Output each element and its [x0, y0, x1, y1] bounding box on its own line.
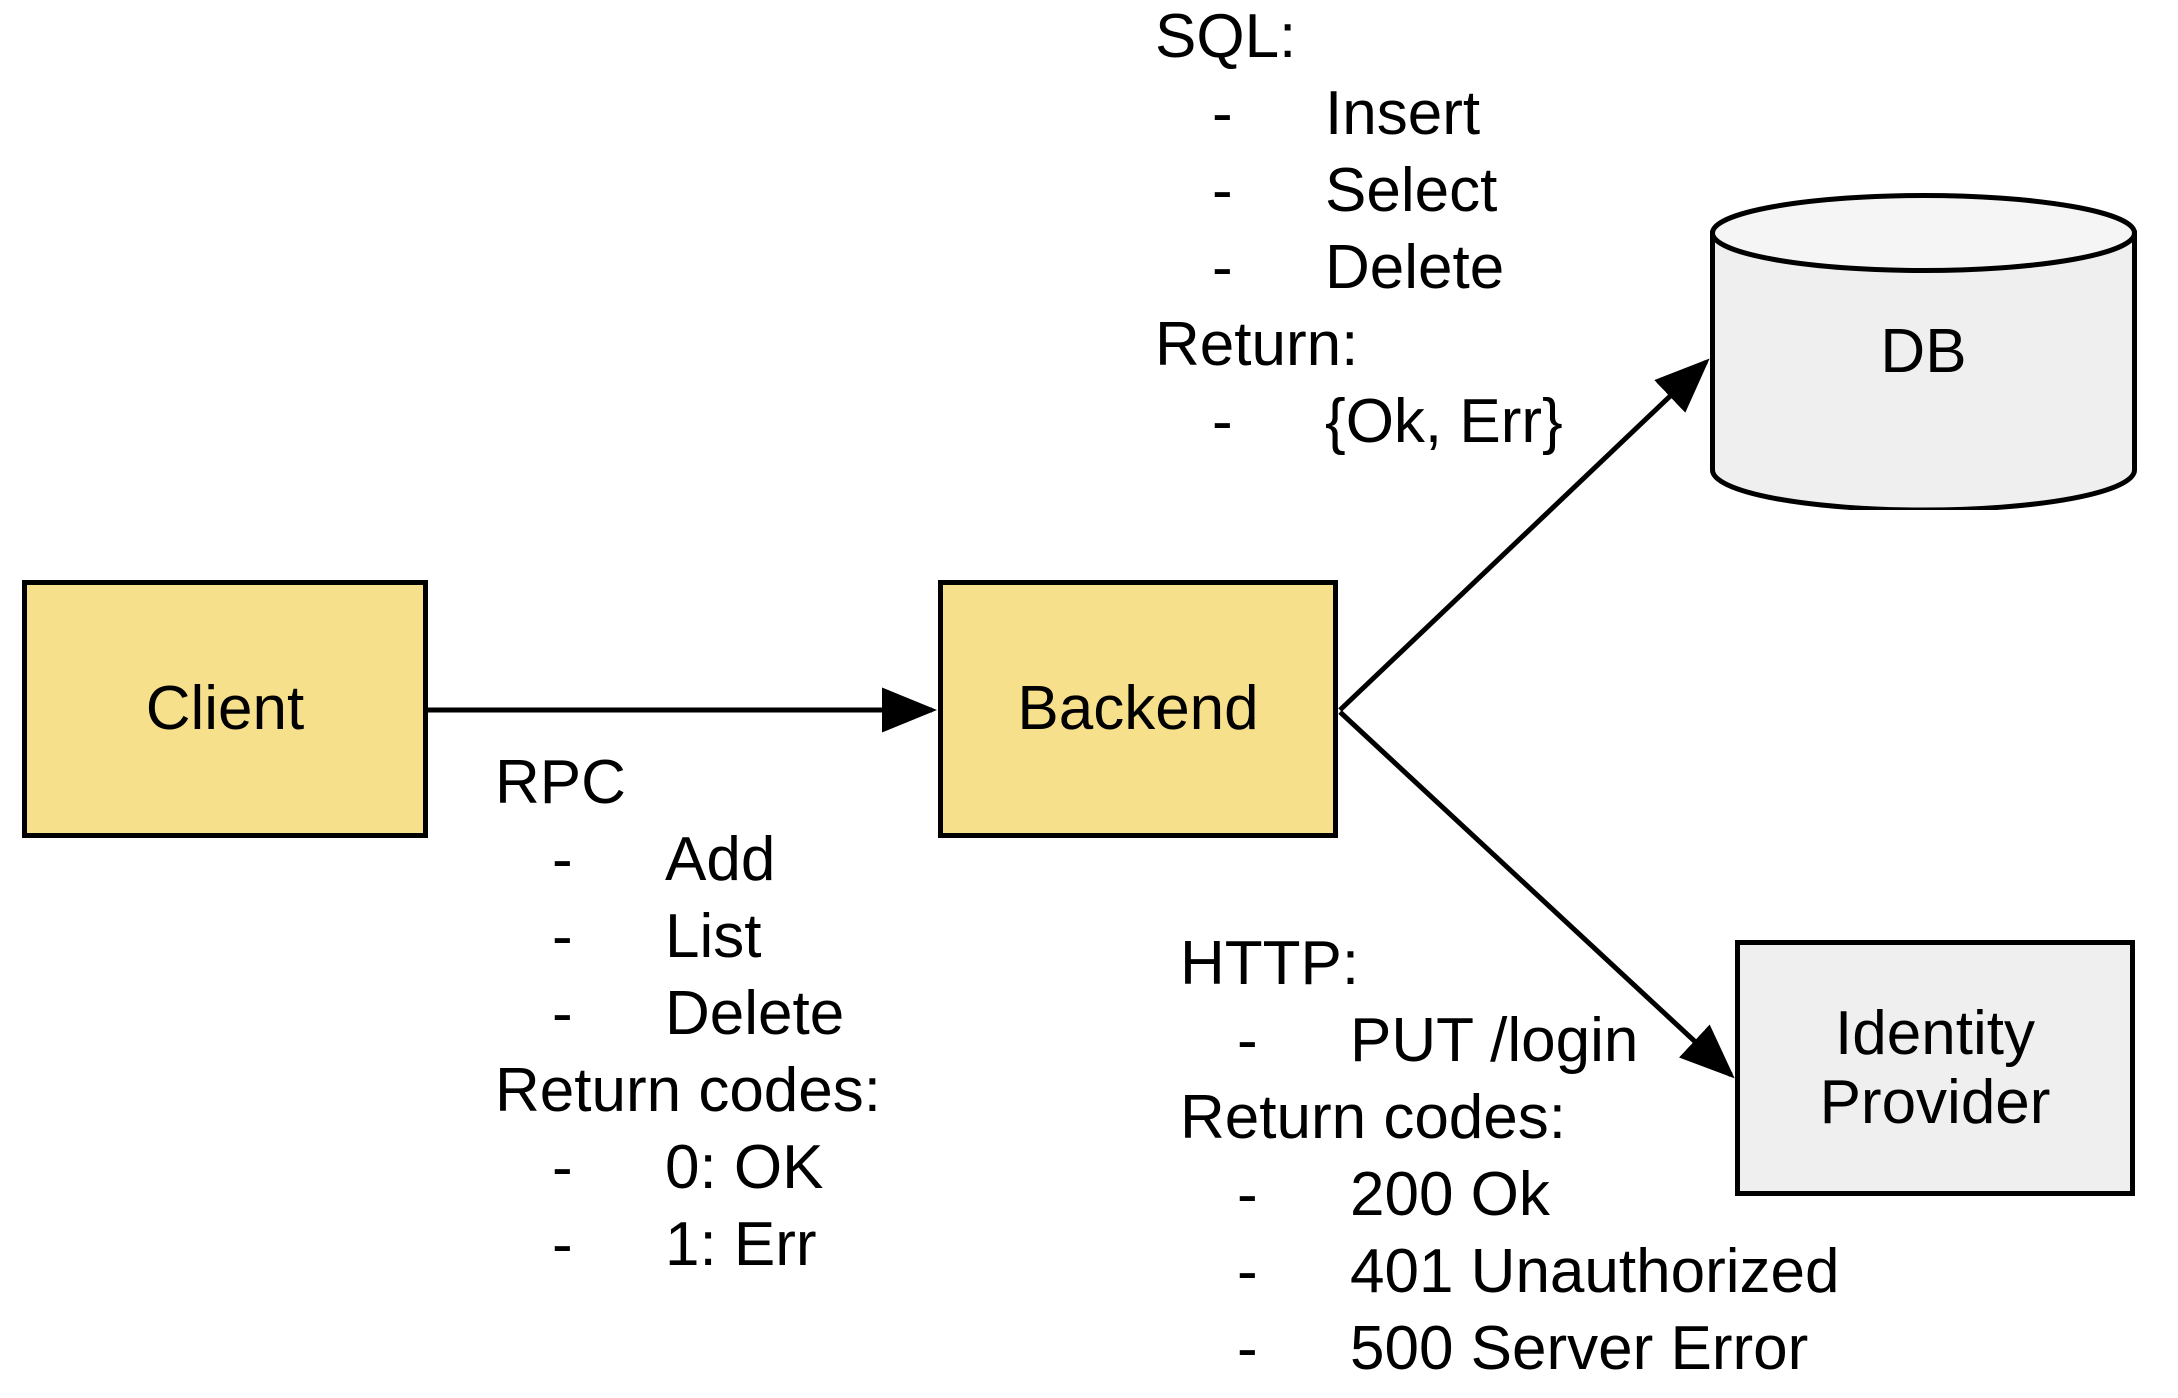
- node-db[interactable]: DB: [1710, 193, 2137, 510]
- database-cylinder-icon: [1710, 193, 2137, 510]
- bullet-dash: -: [1212, 387, 1233, 456]
- annotation-sql: SQL: - Insert - Select - Delete Return: - {O…: [1155, 0, 1563, 460]
- annotation-rpc-return-heading: Return codes:: [495, 1056, 881, 1125]
- annotation-rpc-item-label: List: [665, 902, 762, 971]
- annotation-http-return-item: - 401 Unauthorized: [1180, 1233, 1839, 1310]
- annotation-http-return-item-label: 401 Unauthorized: [1350, 1237, 1840, 1306]
- annotation-rpc-return-item-label: 1: Err: [665, 1210, 817, 1279]
- node-client[interactable]: Client: [22, 580, 428, 838]
- bullet-dash: -: [1237, 1237, 1258, 1306]
- annotation-http-return-item-label: 200 Ok: [1350, 1160, 1550, 1229]
- bullet-dash: -: [552, 902, 573, 971]
- annotation-rpc-return-item: - 1: Err: [495, 1206, 881, 1283]
- node-backend[interactable]: Backend: [938, 580, 1338, 838]
- annotation-rpc-item-label: Delete: [665, 979, 845, 1048]
- node-client-label: Client: [145, 674, 305, 744]
- bullet-dash: -: [552, 1133, 573, 1202]
- annotation-rpc: RPC - Add - List - Delete Return codes: - 0:…: [495, 744, 881, 1283]
- bullet-dash: -: [552, 825, 573, 894]
- annotation-sql-return-item-label: {Ok, Err}: [1325, 387, 1563, 456]
- annotation-http-heading: HTTP:: [1180, 929, 1360, 998]
- bullet-dash: -: [552, 979, 573, 1048]
- annotation-sql-item-label: Delete: [1325, 233, 1505, 302]
- bullet-dash: -: [1212, 156, 1233, 225]
- annotation-sql-item-label: Insert: [1325, 79, 1481, 148]
- node-db-label-wrap: DB: [1710, 193, 2137, 510]
- annotation-sql-return-item: - {Ok, Err}: [1155, 383, 1563, 460]
- bullet-dash: -: [1212, 233, 1233, 302]
- annotation-rpc-item: - Delete: [495, 975, 881, 1052]
- annotation-rpc-item-label: Add: [665, 825, 776, 894]
- annotation-rpc-heading: RPC: [495, 748, 626, 817]
- annotation-sql-item: - Insert: [1155, 75, 1563, 152]
- node-db-label: DB: [1880, 316, 1967, 386]
- node-identity-provider-label: Identity Provider: [1819, 998, 2051, 1137]
- bullet-dash: -: [1237, 1006, 1258, 1075]
- annotation-rpc-item: - Add: [495, 821, 881, 898]
- bullet-dash: -: [1212, 79, 1233, 148]
- annotation-sql-return-heading: Return:: [1155, 310, 1359, 379]
- annotation-http-return-item: - 500 Server Error: [1180, 1310, 1839, 1387]
- bullet-dash: -: [552, 1210, 573, 1279]
- annotation-rpc-return-item: - 0: OK: [495, 1129, 881, 1206]
- bullet-dash: -: [1237, 1160, 1258, 1229]
- node-identity-provider[interactable]: Identity Provider: [1735, 940, 2135, 1196]
- annotation-sql-heading: SQL:: [1155, 2, 1297, 71]
- annotation-rpc-return-item-label: 0: OK: [665, 1133, 824, 1202]
- annotation-http-return-heading: Return codes:: [1180, 1083, 1566, 1152]
- bullet-dash: -: [1237, 1314, 1258, 1383]
- node-backend-label: Backend: [1017, 674, 1259, 744]
- annotation-http-item-label: PUT /login: [1350, 1006, 1639, 1075]
- annotation-sql-item: - Select: [1155, 152, 1563, 229]
- annotation-sql-item: - Delete: [1155, 229, 1563, 306]
- annotation-http-return-item: - 200 Ok: [1180, 1156, 1839, 1233]
- annotation-rpc-item: - List: [495, 898, 881, 975]
- annotation-http-return-item-label: 500 Server Error: [1350, 1314, 1809, 1383]
- annotation-sql-item-label: Select: [1325, 156, 1498, 225]
